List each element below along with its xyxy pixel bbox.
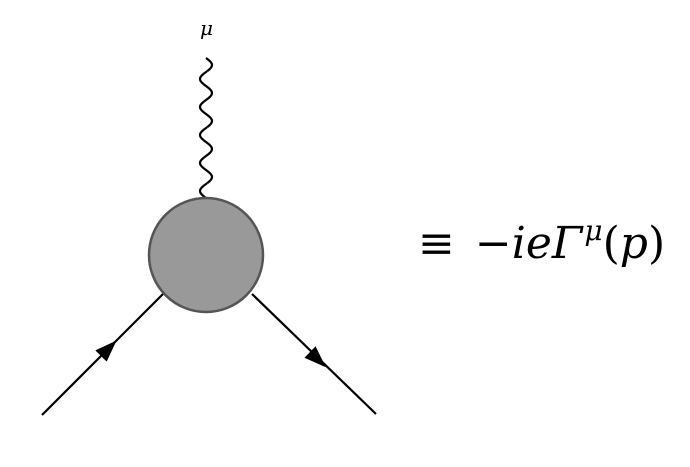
formula-prefix: −ie <box>474 218 552 269</box>
outgoing-fermion-arrow <box>304 346 326 368</box>
photon-index-label: μ <box>200 16 213 40</box>
photon-wavy-line <box>198 57 214 199</box>
formula-gamma: Γ <box>551 218 583 269</box>
vertex-blob <box>147 196 265 314</box>
incoming-fermion-arrow <box>95 340 117 362</box>
formula-superscript: μ <box>584 214 603 247</box>
vertex-formula: ≡ −ieΓμ(p) <box>418 217 665 266</box>
formula-close-paren: ) <box>647 218 666 269</box>
equivalence-symbol: ≡ <box>418 218 455 269</box>
formula-argument: p <box>619 218 648 269</box>
formula-open-paren: ( <box>602 218 620 269</box>
